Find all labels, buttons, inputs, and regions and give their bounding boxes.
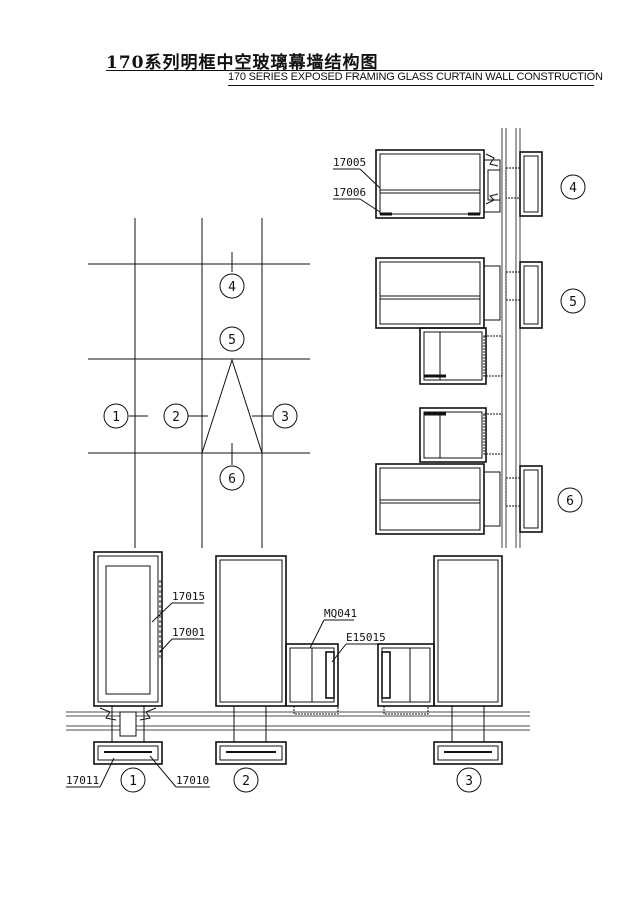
part-label-17011: 17011 xyxy=(66,774,99,787)
marker-circle xyxy=(557,487,583,513)
horizontal-glass-strip xyxy=(66,711,530,731)
part-label-17005: 17005 xyxy=(333,156,366,169)
section-label-6: 6 xyxy=(566,494,574,509)
section-marker-1: 1 xyxy=(112,410,120,425)
section-3-mullion xyxy=(377,555,503,765)
elevation-grid xyxy=(88,218,310,548)
part-label-mq041: MQ041 xyxy=(324,607,357,620)
marker-circle xyxy=(560,288,586,314)
part-label-17006: 17006 xyxy=(333,186,366,199)
section-label-2: 2 xyxy=(242,774,250,789)
section-6-detail xyxy=(375,407,543,535)
section-label-4: 4 xyxy=(569,181,577,196)
marker-circle xyxy=(560,174,586,200)
section-5-detail xyxy=(375,257,543,385)
subtitle-rule xyxy=(228,85,594,86)
marker-circle xyxy=(219,273,245,299)
section-label-1: 1 xyxy=(129,774,137,789)
marker-circle xyxy=(219,465,245,491)
part-label-17010: 17010 xyxy=(176,774,209,787)
section-4-detail xyxy=(375,149,543,219)
section-1-mullion xyxy=(93,551,163,765)
section-marker-6: 6 xyxy=(228,472,236,487)
title-rule xyxy=(106,70,594,71)
marker-circle xyxy=(120,767,146,793)
title-english: 170 SERIES EXPOSED FRAMING GLASS CURTAIN… xyxy=(228,71,603,83)
marker-circle xyxy=(272,403,298,429)
vertical-glass-strip xyxy=(501,128,521,548)
marker-circle xyxy=(456,767,482,793)
part-label-17001: 17001 xyxy=(172,626,205,639)
part-label-17015: 17015 xyxy=(172,590,205,603)
marker-circle xyxy=(163,403,189,429)
section-label-3: 3 xyxy=(465,774,473,789)
section-marker-4: 4 xyxy=(228,280,236,295)
vent-opening-lines xyxy=(201,358,263,454)
section-label-5: 5 xyxy=(569,295,577,310)
part-label-e15015: E15015 xyxy=(346,631,386,644)
section-marker-5: 5 xyxy=(228,333,236,348)
marker-circle xyxy=(219,326,245,352)
section-2-mullion xyxy=(215,555,339,765)
marker-circle xyxy=(233,767,259,793)
marker-circle xyxy=(103,403,129,429)
section-marker-3: 3 xyxy=(281,410,289,425)
elevation-markers: 1 2 3 4 5 6 xyxy=(103,273,298,491)
section-marker-2: 2 xyxy=(172,410,180,425)
title-chinese: 170系列明框中空玻璃幕墙结构图 xyxy=(106,53,379,73)
